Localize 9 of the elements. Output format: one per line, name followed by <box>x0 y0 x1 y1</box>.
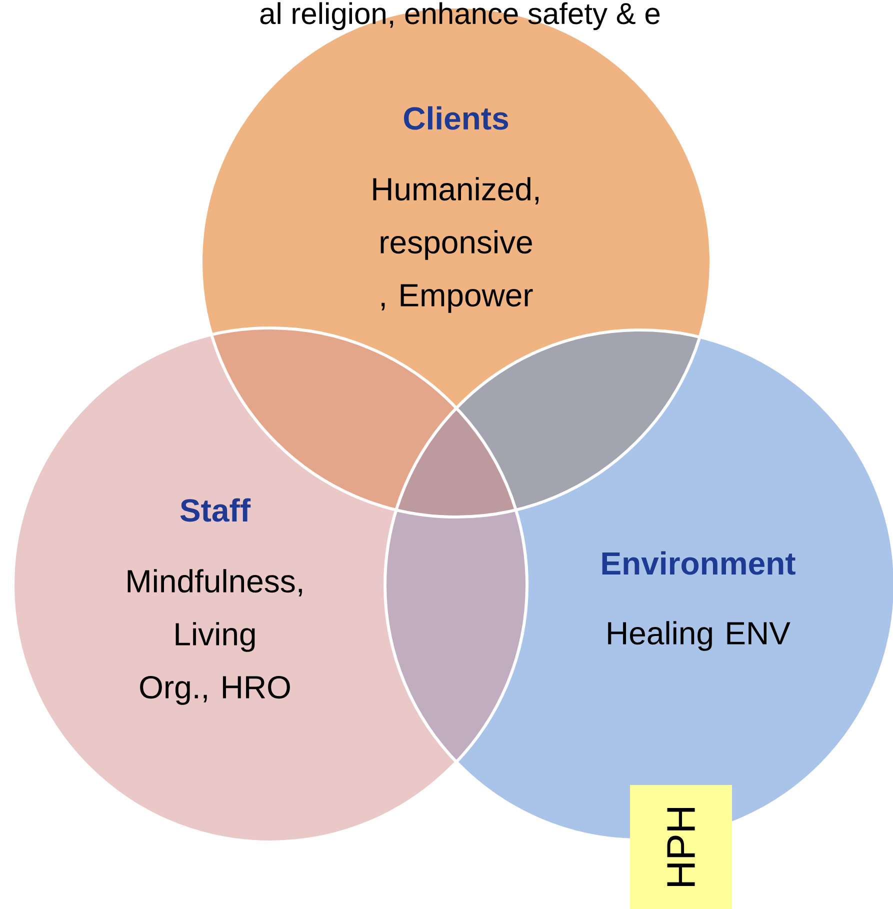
venn-circle <box>12 326 528 844</box>
circle-text: Mindfulness, Living Org., HRO <box>128 569 302 705</box>
circle-title: Environment <box>602 551 796 575</box>
circle-title: Clients <box>404 106 508 130</box>
heading-text: al religion, enhance safety & e <box>260 2 660 30</box>
circle-title: Staff <box>180 498 251 522</box>
circle-text: Healing ENV <box>608 621 790 651</box>
circle-text: Humanized, responsive , Empower <box>373 177 538 313</box>
note-box: HPH <box>630 785 732 909</box>
